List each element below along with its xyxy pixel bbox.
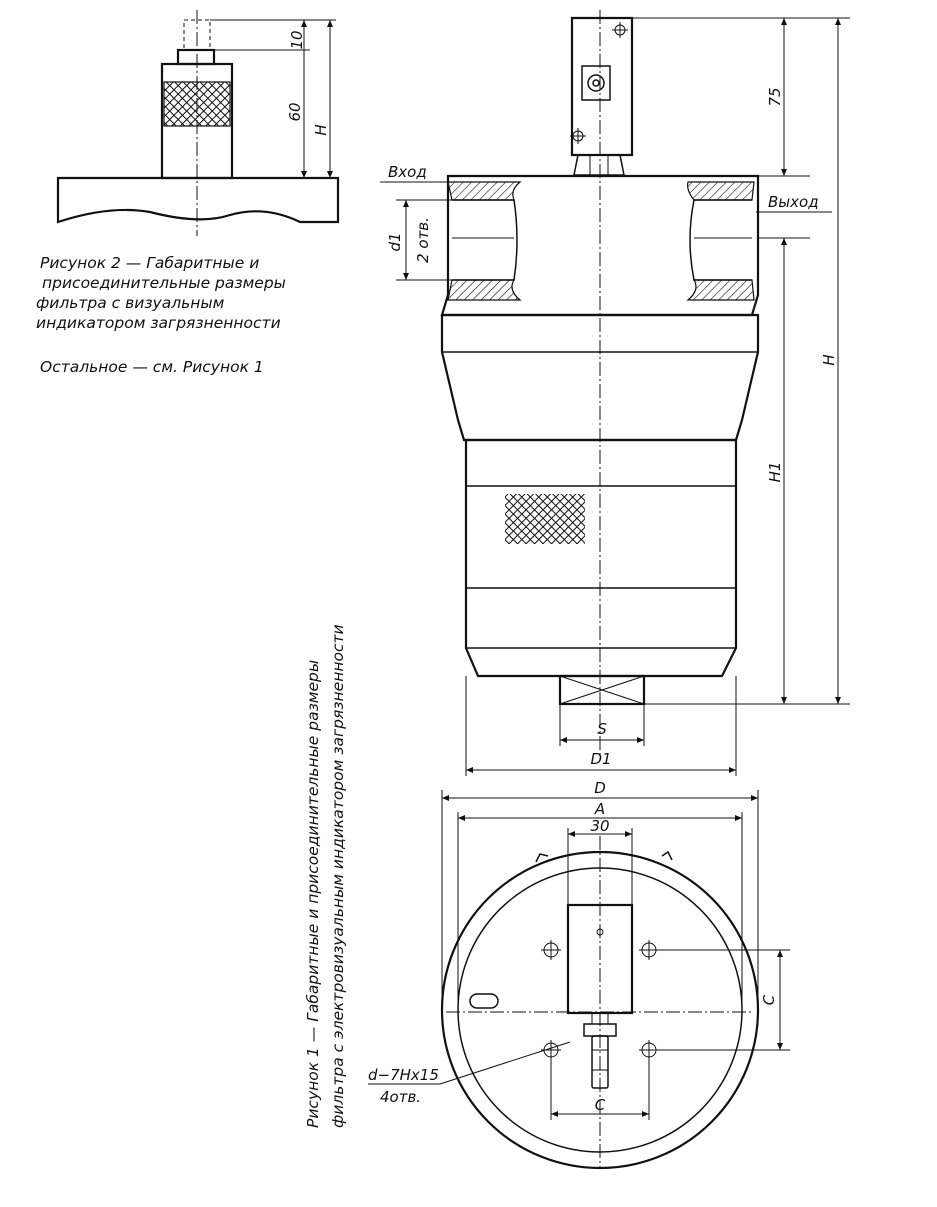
fig1-dim-d1: d1 bbox=[386, 232, 404, 251]
fig1-caption-line-2: фильтра с электровизуальным индикатором … bbox=[329, 624, 347, 1128]
figure-1-side-dimensions: 75 H H1 Вход Выход d1 2 отв. S D1 bbox=[380, 17, 850, 776]
fig2-caption-line-3: фильтра с визуальным bbox=[36, 294, 225, 312]
fig1-dim-d: D bbox=[594, 779, 606, 797]
fig1-dim-h1: H1 bbox=[766, 462, 784, 483]
figure-1-side-view bbox=[440, 10, 760, 760]
fig2-note: Остальное — см. Рисунок 1 bbox=[40, 358, 264, 376]
fig1-caption-line-1: Рисунок 1 — Габаритные и присоединительн… bbox=[304, 660, 322, 1128]
fig2-caption-line-4: индикатором загрязненности bbox=[36, 314, 281, 332]
fig1-dim-s: S bbox=[597, 720, 607, 738]
figure-1-plan-view: D A 30 bbox=[368, 779, 790, 1170]
fig1-dim-c-horizontal: C bbox=[595, 1096, 606, 1114]
fig2-dim-60: 60 bbox=[286, 102, 304, 121]
fig1-dim-75: 75 bbox=[766, 87, 784, 106]
fig2-dim-h: H bbox=[312, 124, 330, 135]
fig1-dim-c-vertical: C bbox=[760, 994, 778, 1005]
fig2-dim-10: 10 bbox=[288, 30, 306, 49]
fig1-dim-a: A bbox=[594, 800, 605, 818]
fig1-dim-h: H bbox=[820, 354, 838, 365]
figure-1-caption: Рисунок 1 — Габаритные и присоединительн… bbox=[304, 624, 347, 1128]
fig1-holes-4: 4отв. bbox=[380, 1088, 421, 1106]
fig1-outlet-label: Выход bbox=[768, 193, 819, 211]
fig2-caption-line-1: Рисунок 2 — Габаритные и bbox=[40, 254, 259, 272]
fig2-caption-line-2: присоединительные размеры bbox=[42, 274, 286, 292]
fig1-dim-30: 30 bbox=[590, 817, 609, 835]
fig1-holes-2: 2 отв. bbox=[414, 217, 432, 263]
figure-2-indicator-view: 10 60 H bbox=[56, 10, 340, 236]
fig1-thread-spec: d−7Hx15 bbox=[368, 1066, 439, 1084]
fig1-dim-d1-diameter: D1 bbox=[590, 750, 611, 768]
figure-2-caption: Рисунок 2 — Габаритные и присоединительн… bbox=[36, 254, 286, 376]
fig1-inlet-label: Вход bbox=[388, 163, 427, 181]
